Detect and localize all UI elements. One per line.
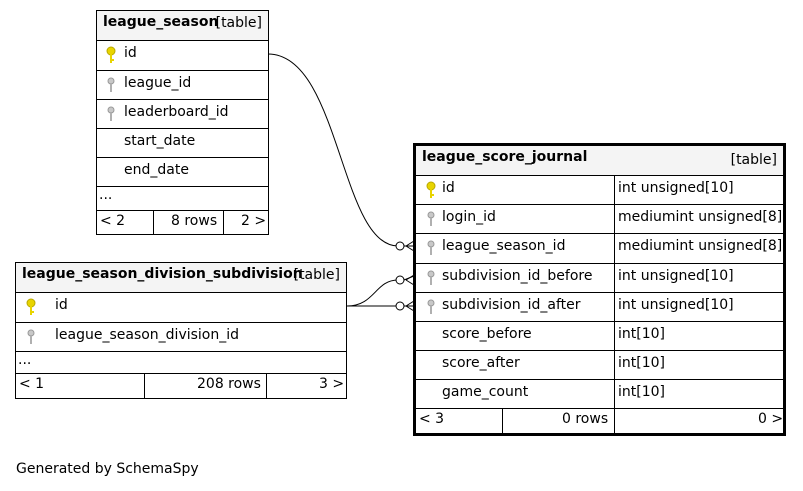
column-name: id	[124, 45, 137, 61]
column-name: login_id	[442, 209, 496, 225]
column-row[interactable]: login_id mediumint unsigned[8]	[416, 205, 783, 234]
column-name: subdivision_id_before	[442, 268, 593, 284]
foreign-key-icon	[427, 270, 435, 285]
foreign-key-icon	[427, 211, 435, 226]
column-name: subdivision_id_after	[442, 297, 581, 313]
prev-link[interactable]: < 2	[100, 213, 126, 229]
crows-foot-subdivision-before	[395, 274, 415, 286]
relation-league-season-to-journal	[267, 53, 399, 247]
ellipsis-text: ...	[18, 352, 32, 368]
prev-link[interactable]: < 3	[419, 411, 445, 427]
next-link[interactable]: 2 >	[241, 213, 267, 229]
more-rows: ...	[16, 352, 346, 374]
next-link[interactable]: 3 >	[319, 376, 345, 392]
column-type: int unsigned[10]	[618, 268, 734, 284]
table-footer: < 2 8 rows 2 >	[97, 211, 268, 234]
primary-key-icon	[26, 298, 36, 315]
foreign-key-icon	[107, 106, 115, 121]
table-name: league_season_division_subdivision	[22, 266, 303, 282]
crows-foot-league-season-id	[395, 240, 415, 252]
table-footer: < 1 208 rows 3 >	[16, 374, 346, 398]
column-row[interactable]: leaderboard_id	[97, 100, 268, 129]
column-row[interactable]: id	[97, 41, 268, 71]
column-name: score_after	[442, 355, 520, 371]
column-row[interactable]: start_date	[97, 129, 268, 158]
ellipsis-text: ...	[99, 187, 113, 203]
foreign-key-icon	[427, 240, 435, 255]
column-name: game_count	[442, 384, 529, 400]
column-name: league_id	[124, 75, 192, 91]
column-row[interactable]: subdivision_id_after int unsigned[10]	[416, 293, 783, 322]
table-kind: [table]	[215, 15, 262, 31]
column-row[interactable]: score_after int[10]	[416, 351, 783, 380]
table-header: league_season_division_subdivision [tabl…	[16, 263, 346, 293]
table-footer: < 3 0 rows 0 >	[416, 409, 783, 433]
column-type: int[10]	[618, 355, 665, 371]
column-type: mediumint unsigned[8]	[618, 238, 783, 254]
column-name: score_before	[442, 326, 532, 342]
row-count: 208 rows	[197, 376, 261, 392]
generated-by-note: Generated by SchemaSpy	[16, 461, 199, 477]
row-count: 0 rows	[562, 411, 609, 427]
column-type: int unsigned[10]	[618, 297, 734, 313]
next-link[interactable]: 0 >	[758, 411, 784, 427]
column-type: int unsigned[10]	[618, 180, 734, 196]
row-count: 8 rows	[171, 213, 218, 229]
column-row[interactable]: end_date	[97, 158, 268, 187]
foreign-key-icon	[427, 299, 435, 314]
column-name: league_season_id	[442, 238, 566, 254]
relation-subdivision-to-journal-before	[346, 279, 399, 307]
table-header: league_season [table]	[97, 11, 268, 41]
primary-key-icon	[106, 46, 116, 63]
column-row[interactable]: league_season_division_id	[16, 323, 346, 352]
column-name: end_date	[124, 162, 189, 178]
foreign-key-icon	[27, 329, 35, 344]
table-league-season-division-subdivision[interactable]: league_season_division_subdivision [tabl…	[15, 262, 347, 399]
table-header: league_score_journal [table]	[416, 146, 783, 176]
column-type: mediumint unsigned[8]	[618, 209, 783, 225]
column-name: league_season_division_id	[55, 327, 240, 343]
more-rows: ...	[97, 187, 268, 211]
primary-key-icon	[426, 181, 436, 198]
column-row[interactable]: subdivision_id_before int unsigned[10]	[416, 264, 783, 293]
column-name: start_date	[124, 133, 196, 149]
crows-foot-subdivision-after	[395, 300, 415, 312]
table-league-score-journal[interactable]: league_score_journal [table] id int unsi…	[413, 143, 786, 436]
column-name: id	[55, 297, 68, 313]
table-name: league_season	[103, 14, 219, 30]
column-name: id	[442, 180, 455, 196]
column-row[interactable]: game_count int[10]	[416, 380, 783, 409]
column-type: int[10]	[618, 384, 665, 400]
column-name: leaderboard_id	[124, 104, 229, 120]
column-row[interactable]: id int unsigned[10]	[416, 176, 783, 205]
column-row[interactable]: score_before int[10]	[416, 322, 783, 351]
prev-link[interactable]: < 1	[19, 376, 45, 392]
table-kind: [table]	[730, 152, 777, 168]
column-row[interactable]: league_season_id mediumint unsigned[8]	[416, 234, 783, 264]
column-row[interactable]: id	[16, 293, 346, 323]
column-type: int[10]	[618, 326, 665, 342]
table-kind: [table]	[293, 267, 340, 283]
column-row[interactable]: league_id	[97, 71, 268, 100]
foreign-key-icon	[107, 77, 115, 92]
table-league-season[interactable]: league_season [table] id league_id leade…	[96, 10, 269, 235]
table-name: league_score_journal	[422, 149, 588, 165]
